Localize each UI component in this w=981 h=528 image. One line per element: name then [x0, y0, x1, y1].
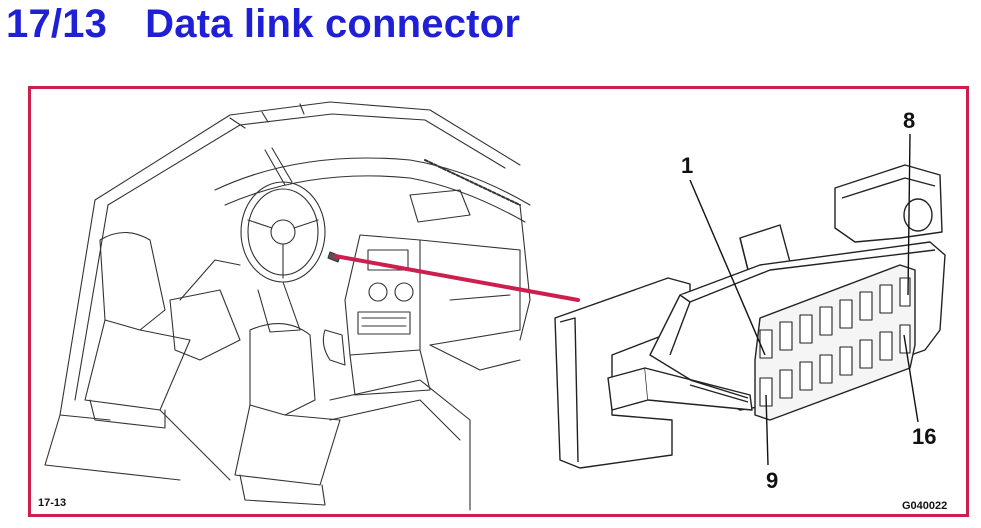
section-number: 17/13	[6, 2, 108, 46]
car-interior-drawing	[44, 101, 531, 511]
pin1-leader	[689, 179, 766, 356]
callout-leaders	[689, 133, 919, 466]
callout-pin-9: 9	[766, 468, 779, 493]
obd-connector-drawing	[554, 164, 946, 469]
location-leader-line	[333, 254, 580, 302]
pin16-leader	[903, 334, 919, 423]
pin8-leader	[907, 133, 911, 296]
section-title: Data link connector	[145, 2, 521, 46]
figure-code-right: G040022	[902, 500, 948, 512]
figure-code-left: 17-13	[38, 497, 67, 509]
callout-pin-16: 16	[912, 424, 937, 449]
page-title: 17/13 Data link connector	[6, 2, 520, 47]
callout-pin-8: 8	[903, 108, 916, 133]
callout-pin-1: 1	[681, 153, 694, 178]
pin9-leader	[765, 394, 769, 466]
